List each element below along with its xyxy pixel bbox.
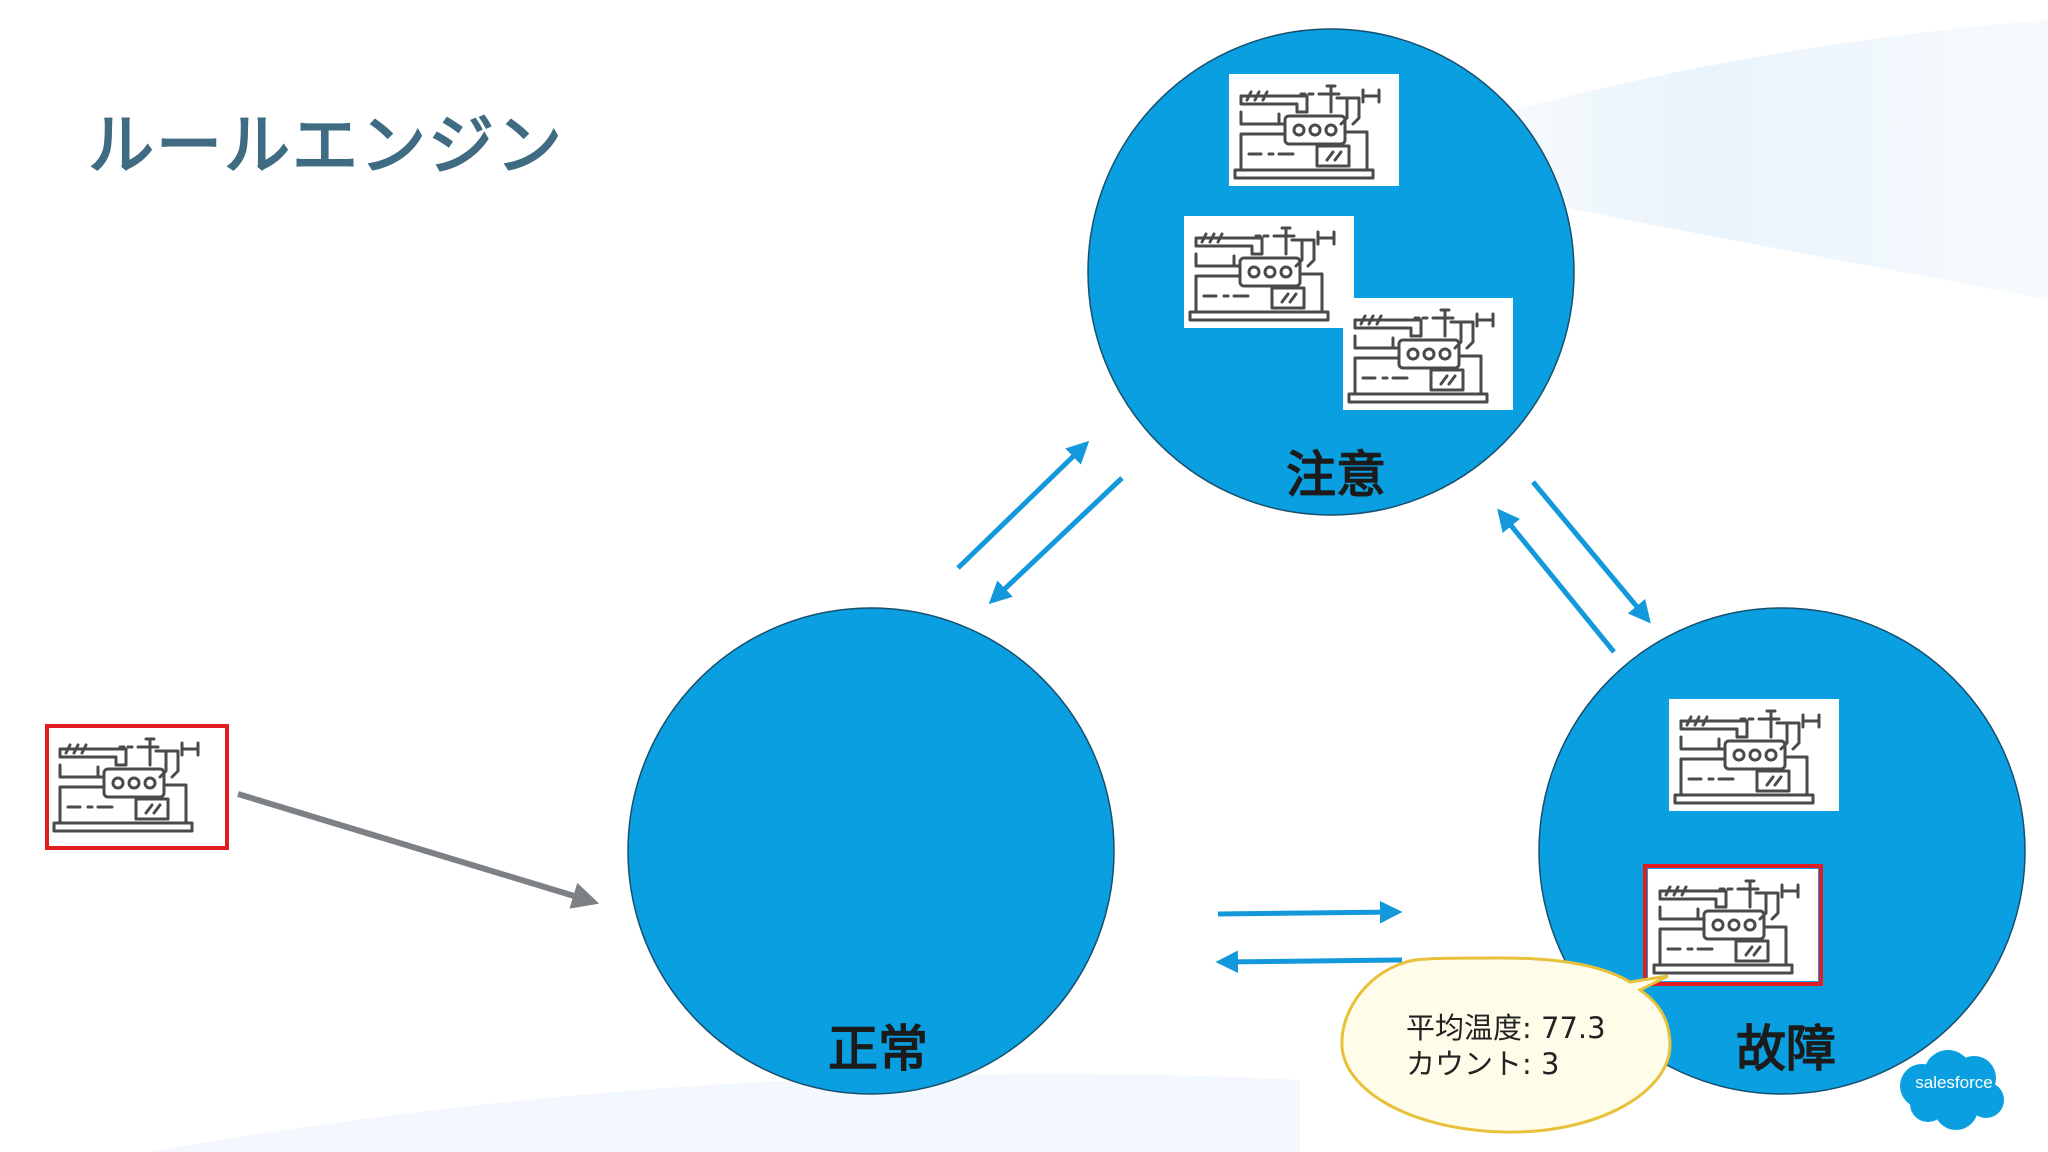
state-label-failure: 故障 xyxy=(1736,1020,1836,1078)
machine-icon xyxy=(1341,296,1515,412)
arrow-normal-to-failure xyxy=(1217,900,1403,924)
arrow-failure-to-caution xyxy=(1497,508,1616,654)
incoming-machine-icon xyxy=(45,724,229,850)
machine-icon xyxy=(1667,697,1841,813)
state-circle-normal xyxy=(627,607,1115,1095)
state-label-normal: 正常 xyxy=(828,1020,928,1078)
metrics-tooltip: 平均温度: 77.3 カウント: 3 xyxy=(1340,956,1672,1134)
tooltip-count: カウント: 3 xyxy=(1406,1047,1559,1081)
background-swoosh xyxy=(1350,20,2048,300)
background-swoosh-bottom xyxy=(150,1073,1300,1152)
arrow-normal-to-caution xyxy=(956,440,1090,570)
arrow-caution-to-failure xyxy=(1531,480,1651,624)
incoming-arrow xyxy=(237,791,600,909)
salesforce-logo-text: salesforce xyxy=(1915,1073,1992,1092)
state-label-caution: 注意 xyxy=(1286,446,1386,504)
salesforce-logo: salesforce xyxy=(1900,1050,2004,1130)
page-title: ルールエンジン xyxy=(88,107,564,184)
arrow-caution-to-normal xyxy=(988,476,1124,605)
machine-icon xyxy=(1182,214,1356,330)
machine-icon-highlighted xyxy=(1643,864,1823,986)
arrow-failure-to-normal xyxy=(1215,950,1403,974)
machine-icon xyxy=(1227,72,1401,188)
tooltip-average-temperature: 平均温度: 77.3 xyxy=(1406,1011,1606,1045)
